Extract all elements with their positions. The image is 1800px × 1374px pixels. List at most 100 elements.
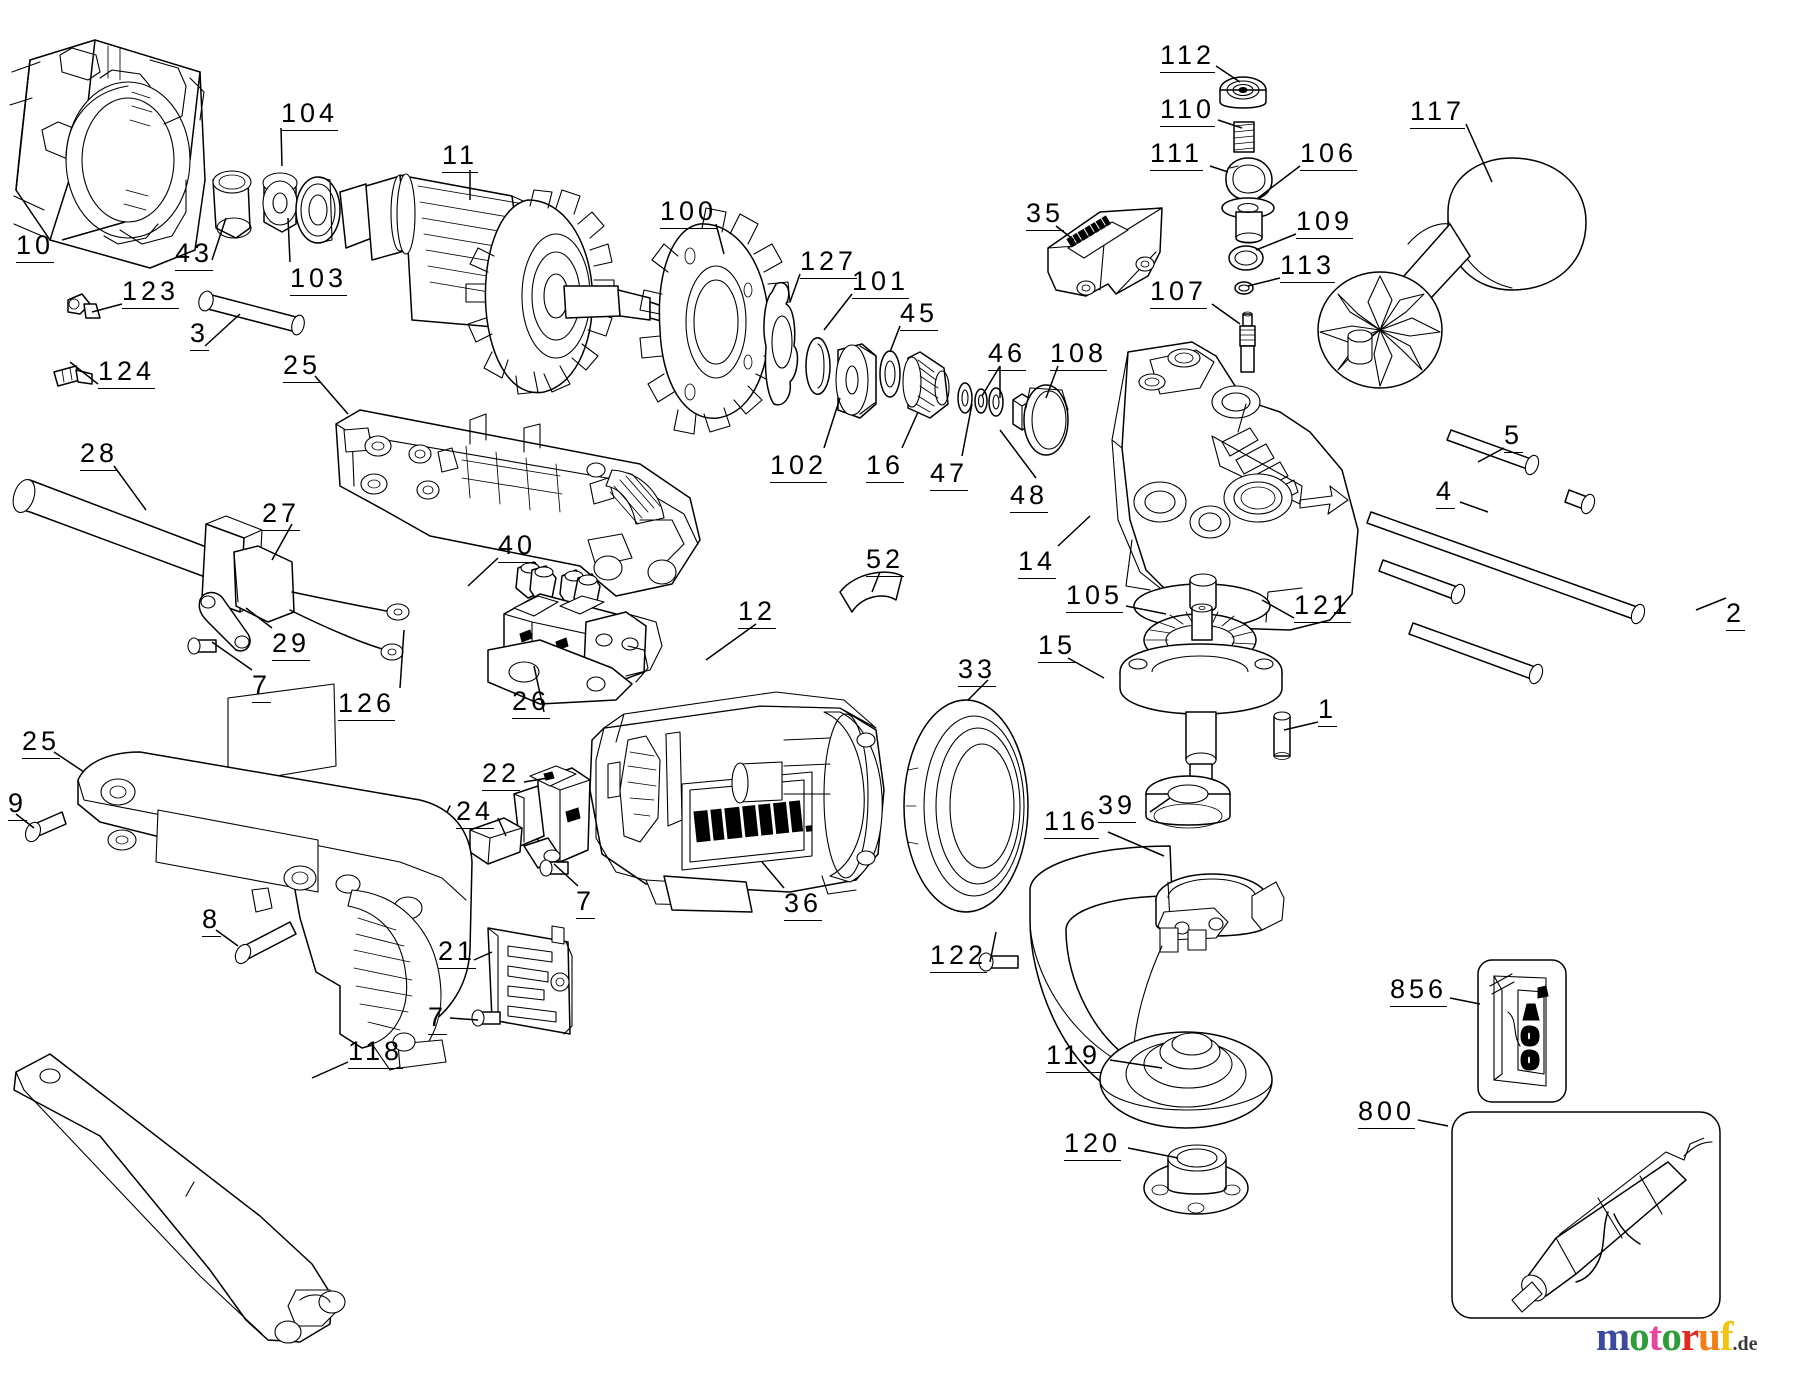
screws-group-right <box>1366 429 1646 685</box>
leader-7 <box>211 641 253 671</box>
callout-43: 43 <box>175 240 214 271</box>
callout-3: 3 <box>190 320 210 351</box>
part-36-vent-tab <box>663 875 753 913</box>
part-7-screw-cord <box>187 637 217 655</box>
leader-108 <box>1045 365 1059 399</box>
callout-35: 35 <box>1026 200 1065 231</box>
leader-100 <box>715 223 725 255</box>
callout-7c: 7 <box>428 1004 448 1035</box>
part-103-bearing <box>295 176 341 244</box>
part-108-seal-ring <box>1023 384 1069 456</box>
callout-100: 100 <box>660 198 718 229</box>
callout-2: 2 <box>1726 600 1746 631</box>
leader-5 <box>1477 447 1505 463</box>
callout-48: 48 <box>1010 482 1049 513</box>
part-124-terminal <box>53 365 93 387</box>
leader-107 <box>1211 303 1241 325</box>
part-112-bearing <box>1219 76 1267 109</box>
leader-28 <box>113 465 147 511</box>
callout-119: 119 <box>1046 1042 1102 1073</box>
callout-120: 120 <box>1064 1130 1122 1161</box>
leader-109 <box>1255 233 1297 251</box>
callout-101: 101 <box>852 268 910 299</box>
part-25-handle-upper <box>335 409 701 597</box>
part-100-fan <box>639 207 791 435</box>
leader-21 <box>473 951 493 961</box>
part-126-wires <box>289 591 410 661</box>
leader-52 <box>871 571 881 593</box>
leader-10 <box>61 221 126 241</box>
inset-800-grease-tube <box>1451 1111 1721 1319</box>
callout-102: 102 <box>770 452 828 483</box>
part-1-screw <box>1273 711 1291 760</box>
part-40-switch-actuators <box>515 561 601 611</box>
watermark-letter-6: f <box>1719 1313 1734 1359</box>
callout-111: 111 <box>1150 140 1204 171</box>
callout-14: 14 <box>1018 548 1057 579</box>
callout-4: 4 <box>1436 478 1456 509</box>
callout-40: 40 <box>498 532 537 563</box>
leader-101 <box>823 293 853 331</box>
callout-112: 112 <box>1160 42 1216 73</box>
leader-118 <box>311 1061 349 1079</box>
leader-22 <box>523 777 549 783</box>
leader-127 <box>789 273 801 303</box>
callout-26: 26 <box>512 688 551 719</box>
leader-126 <box>399 629 405 689</box>
callout-121: 121 <box>1294 592 1352 623</box>
leader-46 <box>981 365 1001 398</box>
leader-105 <box>1125 605 1167 615</box>
part-7-screw-cover-bottom <box>471 1009 501 1027</box>
callout-25: 25 <box>283 352 322 383</box>
part-106-lock-button <box>1221 197 1275 244</box>
part-10-stator <box>9 39 206 269</box>
leader-2 <box>1695 597 1727 611</box>
callout-117: 117 <box>1410 98 1466 129</box>
part-28-cord <box>12 478 231 585</box>
callout-12: 12 <box>738 598 777 629</box>
part-29-clamp <box>198 591 251 652</box>
leader-856 <box>1449 997 1481 1005</box>
part-120-clamp-nut <box>1143 1144 1249 1215</box>
callout-5: 5 <box>1504 422 1524 453</box>
leader-36 <box>761 861 785 889</box>
part-118-spanner <box>13 1053 346 1344</box>
leader-7c <box>449 1017 479 1021</box>
callout-127: 127 <box>800 248 858 279</box>
part-21-vent-cover <box>487 925 573 1035</box>
callout-800: 800 <box>1358 1098 1416 1129</box>
leader-43 <box>211 217 227 261</box>
leader-3 <box>204 313 241 347</box>
part-116-guard <box>1029 845 1285 1093</box>
callout-29: 29 <box>272 630 311 661</box>
part-11-armature <box>339 173 677 395</box>
watermark-letter-1: o <box>1629 1313 1649 1359</box>
callout-52: 52 <box>866 546 905 577</box>
callout-47: 47 <box>930 460 969 491</box>
leader-14 <box>1057 515 1091 547</box>
callout-116: 116 <box>1044 808 1100 839</box>
callout-126: 126 <box>338 690 396 721</box>
watermark-letter-2: t <box>1648 1313 1663 1359</box>
leader-800 <box>1417 1119 1449 1127</box>
callout-28: 28 <box>80 440 119 471</box>
callout-103: 103 <box>290 265 348 296</box>
callout-105: 105 <box>1066 582 1124 613</box>
part-46-47-washers <box>957 382 1004 417</box>
callout-113: 113 <box>1280 252 1336 283</box>
leader-15 <box>1067 657 1105 679</box>
leader-12 <box>705 623 757 661</box>
callout-33: 33 <box>958 656 997 687</box>
leader-113 <box>1247 277 1281 287</box>
callout-11: 11 <box>442 142 479 173</box>
callout-10: 10 <box>16 232 55 263</box>
leader-7b <box>553 863 579 887</box>
callout-1: 1 <box>1318 696 1338 727</box>
leader-25b <box>53 751 85 773</box>
part-8-screw <box>234 921 297 965</box>
leader-39 <box>1149 797 1171 813</box>
inset-856-switch-sticker <box>1477 959 1567 1103</box>
motoruf-watermark: motoruf.de <box>1596 1316 1757 1357</box>
leader-120 <box>1127 1147 1179 1159</box>
callout-124: 124 <box>98 358 156 389</box>
